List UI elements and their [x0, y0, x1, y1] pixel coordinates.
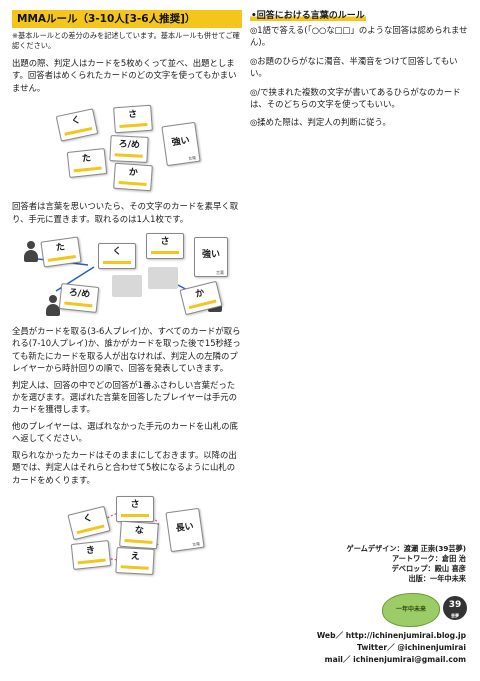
web-link[interactable]: Web／ http://ichinenjumirai.blog.jp — [316, 631, 466, 640]
player-1 — [24, 241, 38, 263]
card-rome: ろ/め — [109, 135, 149, 164]
credit-publisher: 出版：一年中未来 — [408, 574, 466, 583]
rule-judge-decides: ◎揉めた際は、判定人の判断に従う。 — [250, 117, 391, 128]
para-judge: 判定人は、回答の中でどの回答が1番ふさわしい言葉だったかを選びます。選ばれた言葉… — [12, 379, 238, 415]
credits: ゲームデザイン：渡瀬 正崇(39芸夢) アートワーク：倉田 治 デベロップ：殿山… — [347, 544, 467, 584]
empty-slot-2 — [148, 267, 178, 290]
para-return: 他のプレイヤーは、選ばれなかった手元のカードを山札の底へ返してください。 — [12, 420, 238, 444]
para-take: 回答者は言葉を思いついたら、その文字のカードを素早く取り、手元に置きます。取れる… — [12, 201, 239, 224]
card-ku: く — [55, 108, 99, 142]
39gamu-logo: 39 芸夢 — [443, 596, 467, 620]
card-ta: た — [66, 148, 108, 179]
left-column: MMAルール（3-10人[3-6人推奨]） ※基本ルールとの差分のみを記述してい… — [12, 10, 242, 576]
card-rome-taken: ろ/め — [58, 283, 100, 313]
twitter-link[interactable]: Twitter／ @ichinenjumirai — [356, 643, 466, 652]
card-sa: さ — [113, 104, 153, 134]
word-card-strong-2: 強い言葉 — [194, 237, 228, 278]
word-card-long: 長い言葉 — [165, 507, 205, 553]
word-rules-heading: •回答における言葉のルール — [250, 11, 366, 21]
player-2 — [46, 295, 60, 317]
card-ki: き — [70, 539, 112, 570]
rule-slash-cards: ◎/で挟まれた複数の文字が書いてあるひらがなのカードは、そのどちらの文字を使って… — [250, 86, 461, 110]
card-e: え — [115, 546, 155, 575]
card-ta-taken: た — [40, 236, 82, 268]
right-column: •回答における言葉のルール ◎1語で答える(「○○な□□」のような回答は認められ… — [250, 10, 472, 135]
rule-one-word: ◎1語で答える(「○○な□□」のような回答は認められません)。 — [250, 25, 468, 48]
card-sa-3: さ — [116, 495, 154, 522]
figure-deal: く さ ろ/め た か 強い言葉 — [12, 102, 242, 194]
mma-rule-title: MMAルール（3-10人[3-6人推奨]） — [12, 10, 242, 28]
credit-design: ゲームデザイン：渡瀬 正崇(39芸夢) — [346, 544, 467, 553]
rule-dakuon: ◎お題のひらがなに濁音、半濁音をつけて回答してもいい。 — [250, 55, 458, 79]
card-sa-2: さ — [146, 233, 184, 260]
para-announce: 全員がカードを取る(3-6人プレイ)か、すべてのカードが取られる(7-10人プレ… — [12, 326, 241, 374]
credit-art: アートワーク：倉田 治 — [392, 554, 466, 563]
figure-refill: く さ な き え 長い言葉 — [12, 492, 242, 575]
card-na: な — [119, 520, 159, 550]
credit-dev: デベロップ：殿山 喜彦 — [391, 564, 466, 573]
mail-link[interactable]: mail／ ichinenjumirai@gmail.com — [324, 655, 466, 664]
word-card-strong: 強い言葉 — [161, 122, 201, 167]
figure-take: た く さ 強い言葉 ろ/め か — [12, 233, 242, 319]
publisher-logo-leaf: 一年中未来 — [382, 593, 440, 627]
base-rule-note: ※基本ルールとの差分のみを記述しています。基本ルールも併せてご確認ください。 — [12, 31, 240, 50]
card-ku-2: く — [98, 243, 136, 270]
contact-info: Web／ http://ichinenjumirai.blog.jp Twitt… — [317, 630, 466, 666]
card-ka: か — [113, 162, 153, 192]
para-next: 取られなかったカードはそのままにしておきます。以降の出題では、判定人はそれらと合… — [12, 449, 237, 485]
empty-slot-1 — [112, 275, 142, 298]
para-deal: 出題の際、判定人はカードを5枚めくって並べ、出題とします。回答者はめくられたカー… — [12, 58, 237, 93]
